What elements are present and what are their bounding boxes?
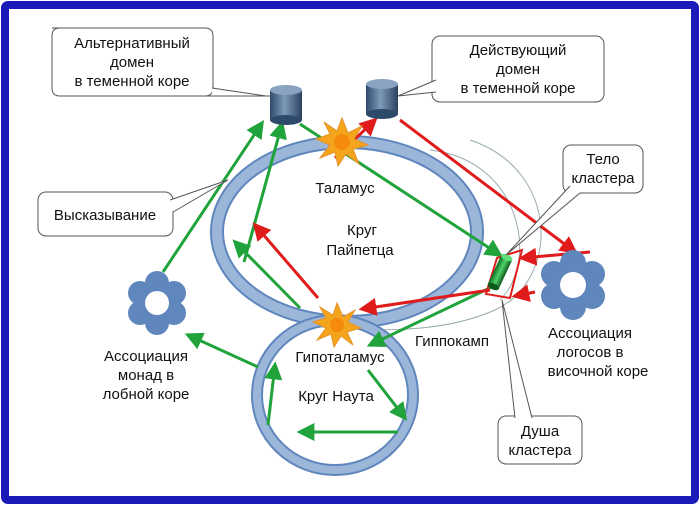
hippocampus-curve: [429, 149, 521, 301]
logos-association-flower-icon: [541, 250, 605, 320]
red-arrow-logos-to-body: [511, 284, 536, 303]
red-arrow-active-to-logos: [399, 118, 578, 255]
alt-domain-cylinder: [270, 85, 302, 125]
red-arrows: [252, 117, 591, 316]
alt-domain-line-1: Альтернативный: [74, 35, 190, 52]
monad-assoc-line-1: Ассоциация: [104, 348, 188, 365]
thalamus-burst-icon: [314, 116, 370, 168]
logos-assoc-line-1: Ассоциация: [548, 325, 632, 342]
cluster-soul-line-1: Душа: [521, 423, 560, 440]
green-arrow-hypo-to-monad: [184, 332, 259, 369]
monad-association-flower-icon: [128, 271, 186, 335]
active-domain-line-2: домен: [496, 61, 540, 78]
callout-cluster-body: Тело кластера: [505, 144, 644, 256]
nauta-circle-label: Круг Наута: [298, 388, 374, 405]
active-domain-line-3: в теменной коре: [460, 80, 575, 97]
active-domain-line-1: Действующий: [470, 42, 567, 59]
thalamus-label: Таламус: [315, 180, 375, 197]
callout-utterance: Высказывание: [37, 179, 229, 237]
cluster-body-cylinder: [487, 253, 513, 291]
logos-assoc-line-2: логосов в: [557, 344, 624, 361]
hippocampus-label: Гиппокамп: [415, 333, 489, 350]
hypothalamus-label: Гипоталамус: [295, 349, 385, 366]
utterance-label: Высказывание: [54, 207, 156, 224]
callout-cluster-soul: Душа кластера: [497, 299, 583, 465]
green-arrow-nauta-left: [264, 361, 283, 426]
green-arrow-inner-up: [242, 120, 287, 263]
papez-circle-line-1: Круг: [347, 222, 377, 239]
alt-domain-line-3: в теменной коре: [74, 73, 189, 90]
red-arrow-hypo-to-left: [252, 222, 320, 299]
green-arrow-cluster-to-hypo: [366, 283, 497, 347]
papez-circle-line-2: Пайпетца: [326, 242, 394, 259]
active-domain-cylinder: [366, 79, 398, 119]
monad-assoc-line-3: лобной коре: [103, 386, 190, 403]
green-arrow-left-up: [232, 239, 302, 310]
monad-assoc-line-2: монад в: [118, 367, 174, 384]
cluster-soul-line-2: кластера: [508, 442, 572, 459]
red-arrow-cluster-to-hypo: [358, 288, 491, 316]
logos-assoc-line-3: височной коре: [548, 363, 649, 380]
callout-alt-domain: Альтернативный домен в теменной коре: [51, 27, 272, 97]
callout-active-domain: Действующий домен в теменной коре: [397, 35, 605, 103]
hypothalamus-burst-icon: [311, 301, 363, 349]
green-arrows: [161, 120, 504, 441]
alt-domain-line-2: домен: [110, 54, 154, 71]
green-arrow-nauta-right: [366, 369, 408, 421]
hippocampus-curve-2: [359, 139, 542, 331]
green-arrow-monad-to-alt: [161, 120, 264, 273]
cluster-body-line-1: Тело: [586, 151, 619, 168]
cluster-body-line-2: кластера: [571, 170, 635, 187]
